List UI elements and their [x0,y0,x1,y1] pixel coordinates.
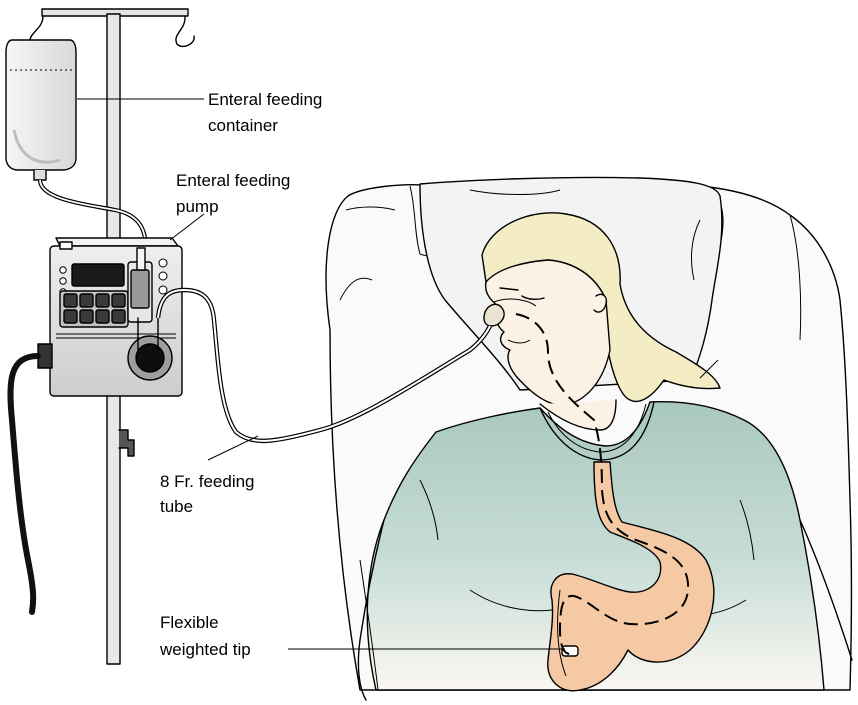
tube-leader-line [208,436,258,460]
right-hook [176,16,194,46]
power-cord [10,356,38,612]
bag-body [6,40,76,170]
container-label-line1: Enteral feeding [208,90,322,109]
bag-port [34,170,46,180]
pump-leader-line [170,214,204,240]
feeding-container [6,40,76,180]
tube-label-line1: 8 Fr. feeding [160,472,255,491]
feeding-pump [38,238,182,396]
tube-label-line2: tube [160,497,193,516]
container-label-line2: container [208,116,278,135]
tip-label-line1: Flexible [160,613,219,632]
pump-keypad [60,291,128,327]
pump-label-line1: Enteral feeding [176,171,290,190]
pump-rotor [136,344,164,372]
pump-label-line2: pump [176,197,219,216]
tip-label-line2: weighted tip [159,640,251,659]
pump-display [72,264,124,286]
pole-knob [119,430,134,456]
